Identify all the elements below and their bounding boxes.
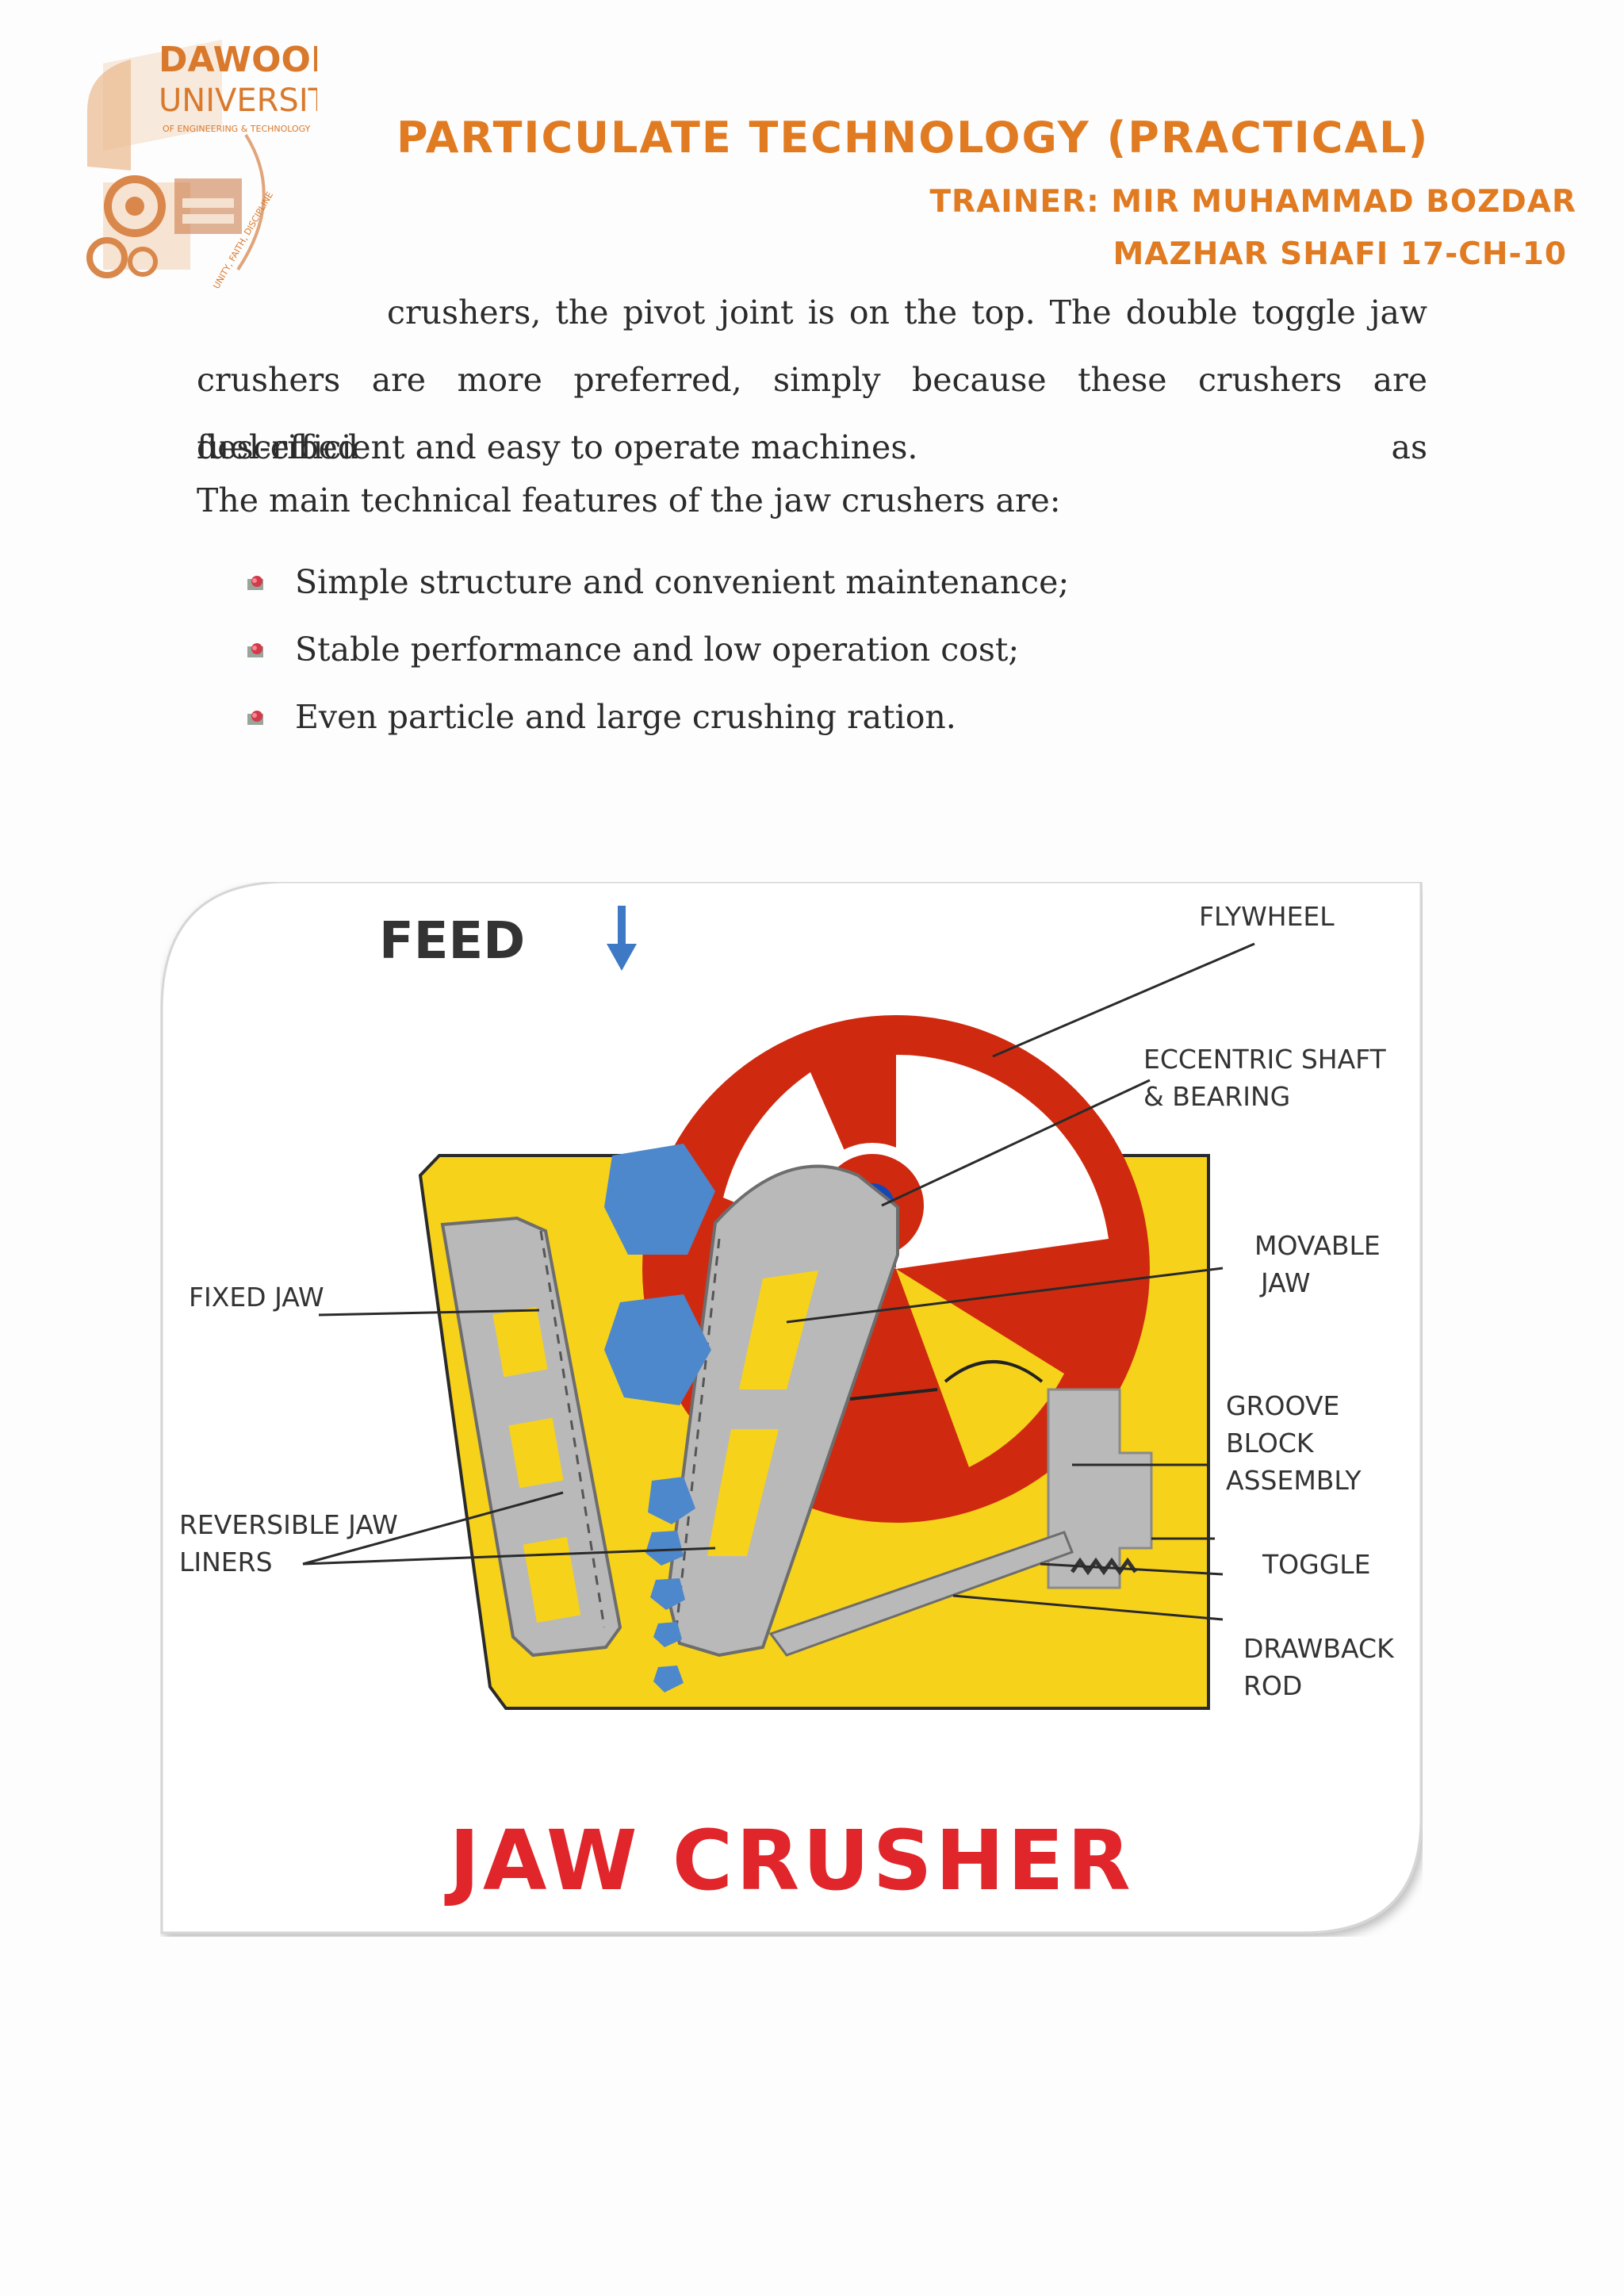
- figure-title: JAW CRUSHER: [444, 1812, 1133, 1909]
- feed-arrow-icon: [607, 906, 637, 971]
- label-drawback-2: ROD: [1243, 1670, 1302, 1701]
- flower-bullet-icon: [247, 710, 263, 725]
- feature-text: Stable performance and low operation cos…: [295, 631, 1020, 669]
- label-fixed-jaw: FIXED JAW: [189, 1282, 324, 1313]
- leader-lines: [302, 942, 1255, 1621]
- list-item: Simple structure and convenient maintena…: [246, 549, 1069, 616]
- features-list: Simple structure and convenient maintena…: [246, 549, 1069, 751]
- jaw-crusher-diagram: FEED: [160, 882, 1423, 1934]
- logo-text-3: OF ENGINEERING & TECHNOLOGY: [163, 124, 311, 134]
- header-author: MAZHAR SHAFI 17-CH-10: [1113, 236, 1567, 272]
- logo-text-1: DAWOOD: [159, 40, 317, 80]
- groove-block-shape: [1047, 1388, 1153, 1589]
- label-toggle: TOGGLE: [1262, 1549, 1371, 1580]
- label-groove-1: GROOVE: [1226, 1390, 1339, 1421]
- body-paragraph: crushers, the pivot joint is on the top.…: [197, 279, 1427, 481]
- label-drawback-1: DRAWBACK: [1243, 1633, 1395, 1664]
- label-movable-1: MOVABLE: [1254, 1230, 1381, 1261]
- label-eccentric-1: ECCENTRIC SHAFT: [1143, 1044, 1387, 1075]
- paragraph-line-3: fuel-efficient and easy to operate machi…: [197, 428, 918, 466]
- feature-text: Even particle and large crushing ration.: [295, 698, 956, 736]
- features-lead: The main technical features of the jaw c…: [197, 481, 1061, 519]
- paragraph-line-2: crushers are more preferred, simply beca…: [197, 361, 1427, 466]
- label-groove-2: BLOCK: [1226, 1428, 1315, 1458]
- feature-text: Simple structure and convenient maintena…: [295, 563, 1070, 601]
- toggle-plate-shape: [768, 1531, 1074, 1657]
- label-reversible-1: REVERSIBLE JAW: [179, 1509, 398, 1540]
- rock-pieces: [604, 1144, 715, 1692]
- flower-bullet-icon: [247, 642, 263, 657]
- logo-text-2: UNIVERSITY: [159, 82, 317, 119]
- label-eccentric-2: & BEARING: [1143, 1081, 1290, 1112]
- list-item: Even particle and large crushing ration.: [246, 684, 1069, 751]
- list-item: Stable performance and low operation cos…: [246, 616, 1069, 684]
- label-groove-3: ASSEMBLY: [1226, 1465, 1362, 1496]
- label-movable-2: JAW: [1259, 1267, 1311, 1298]
- label-flywheel: FLYWHEEL: [1199, 901, 1335, 932]
- spring-shape: [1070, 1557, 1138, 1576]
- header-title: PARTICULATE TECHNOLOGY (PRACTICAL): [396, 113, 1430, 163]
- flower-bullet-icon: [247, 575, 263, 590]
- feed-label: FEED: [379, 912, 525, 971]
- paragraph-line-1: crushers, the pivot joint is on the top.…: [387, 293, 1427, 332]
- header-trainer: TRAINER: MIR MUHAMMAD BOZDAR: [929, 184, 1576, 220]
- university-logo: DAWOOD UNIVERSITY OF ENGINEERING & TECHN…: [86, 40, 317, 291]
- label-reversible-2: LINERS: [179, 1547, 273, 1577]
